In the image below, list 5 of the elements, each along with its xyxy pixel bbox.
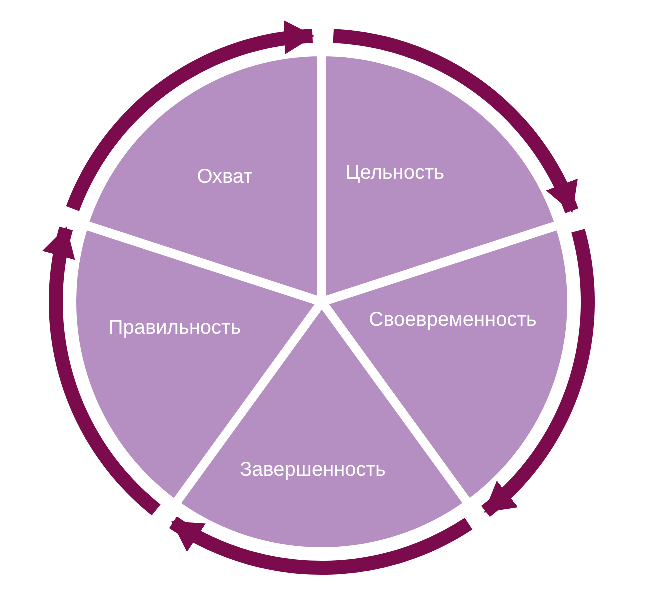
sector-label: Завершенность <box>240 459 386 481</box>
sector-label: Правильность <box>108 316 242 339</box>
sector-label: Своевременность <box>369 308 537 331</box>
sector-label: Цельность <box>345 162 445 184</box>
sector-label: Охват <box>197 166 253 188</box>
